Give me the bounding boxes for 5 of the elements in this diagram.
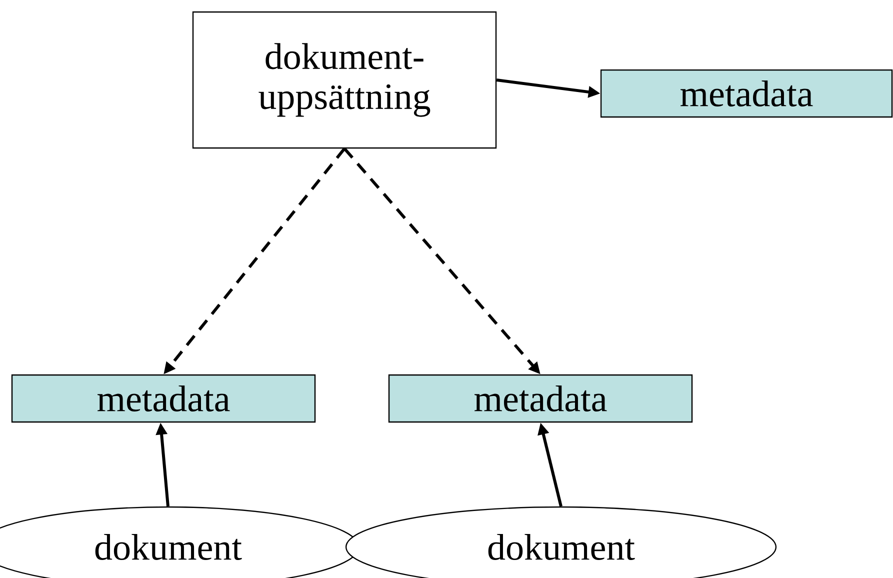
metadata-box: metadata	[11, 374, 316, 423]
metadata-box: metadata	[388, 374, 693, 423]
node-label: dokument	[488, 534, 635, 560]
metadata-box: metadata	[600, 69, 893, 118]
document-set-box: dokument- uppsättning	[192, 11, 497, 149]
